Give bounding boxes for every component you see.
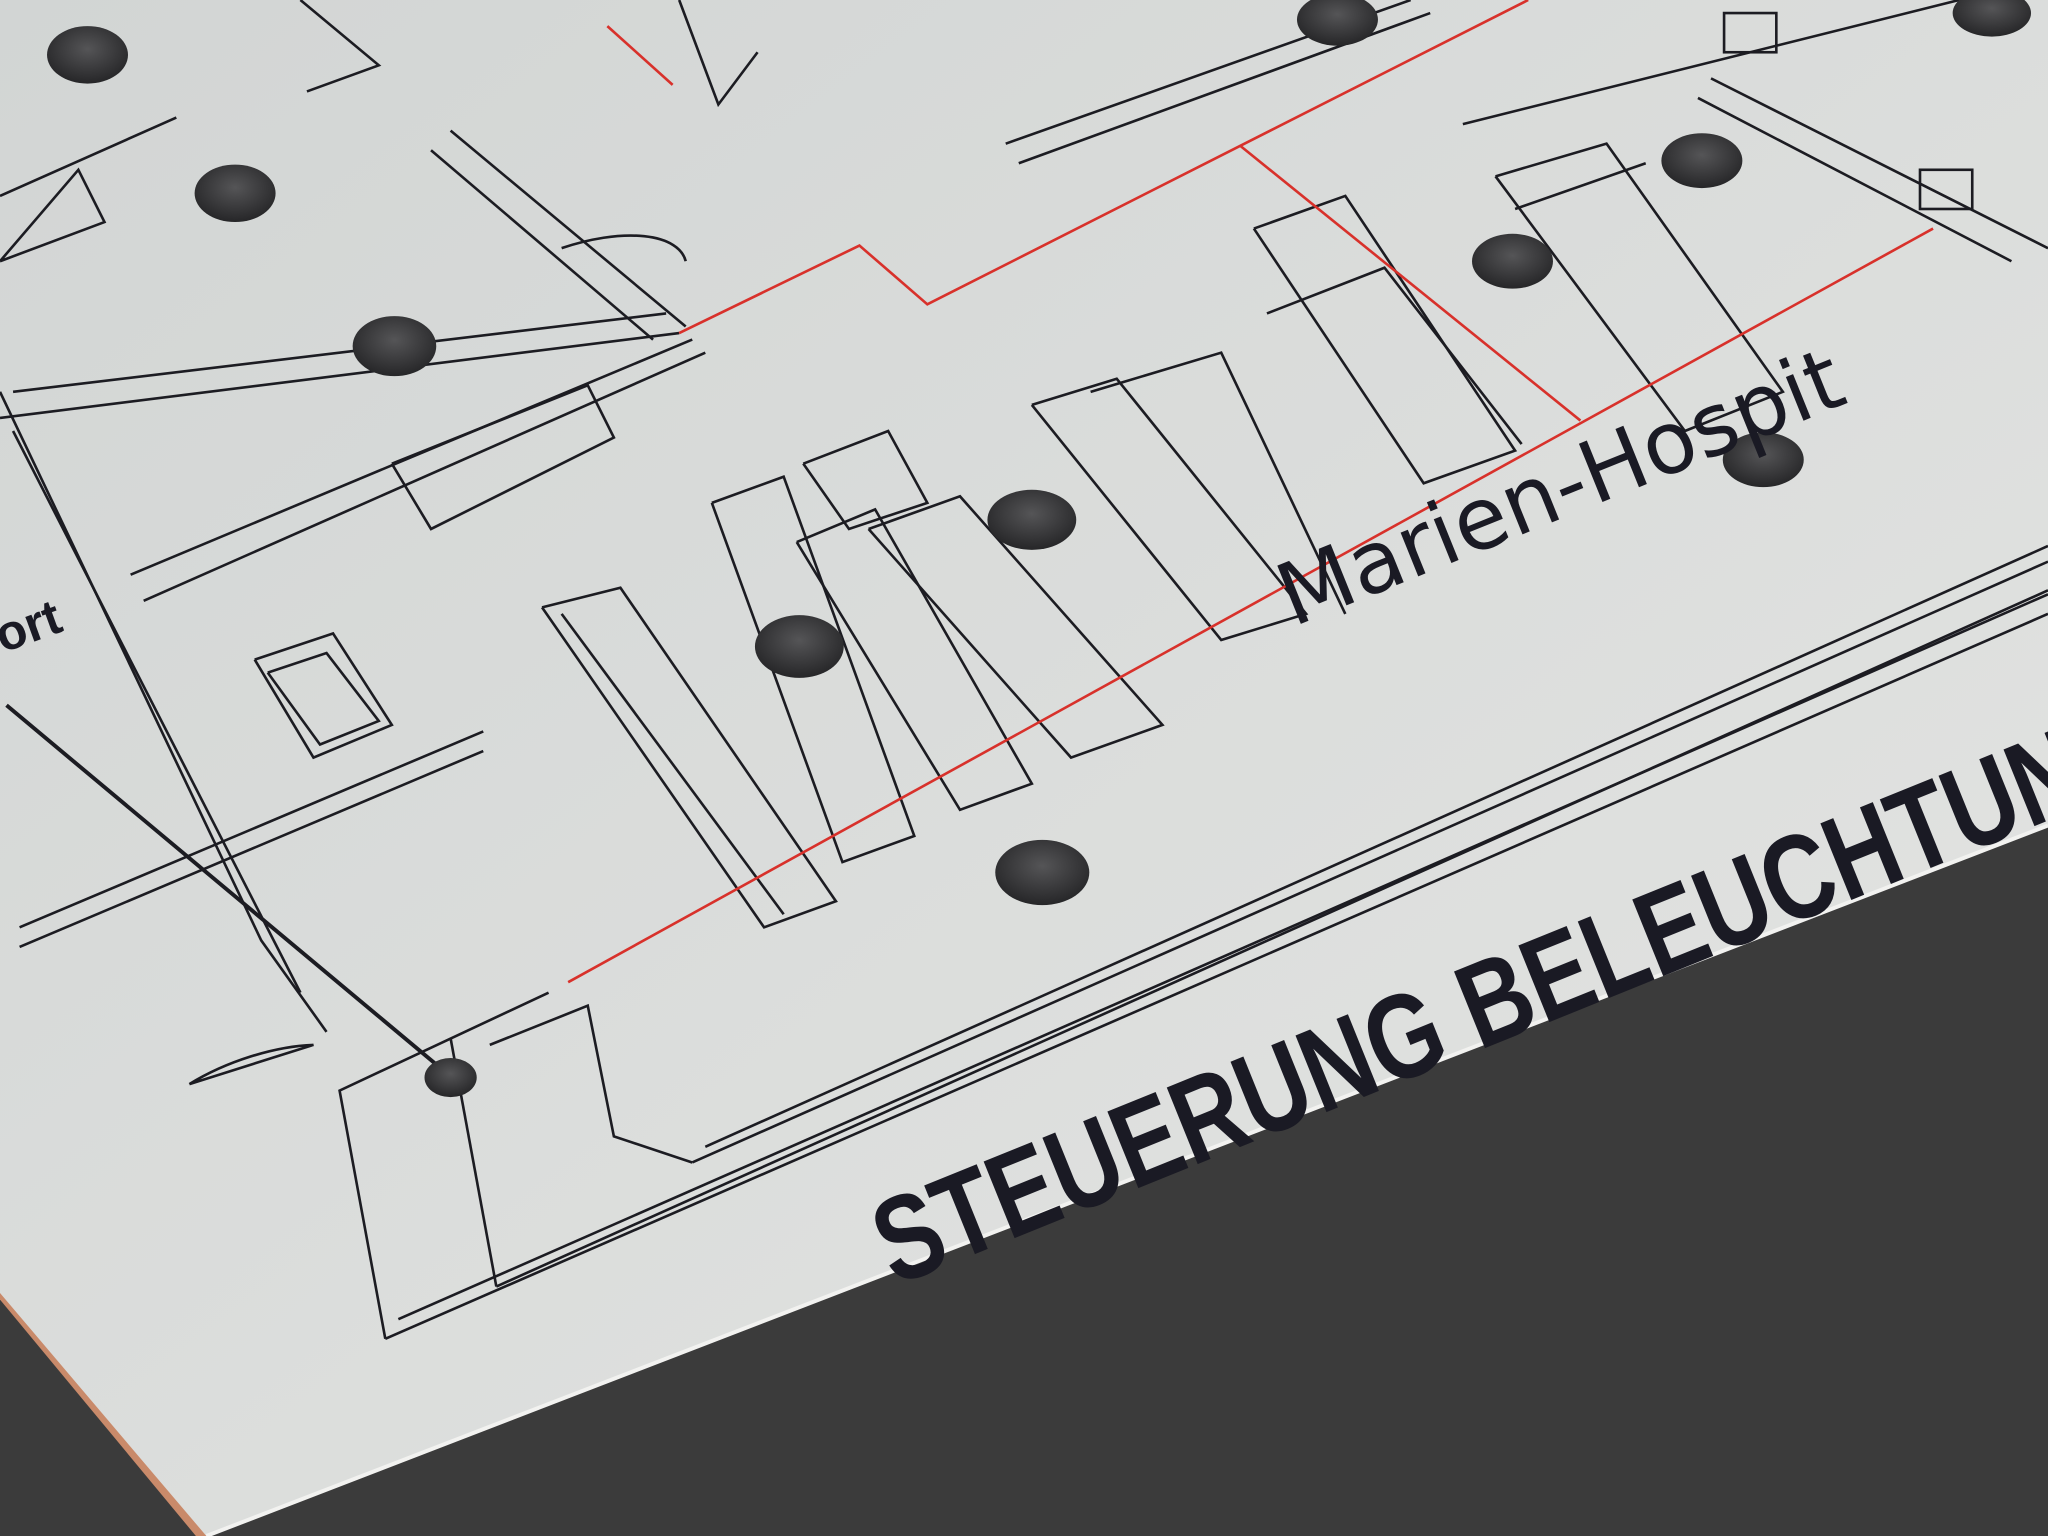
hole	[995, 839, 1090, 906]
pointer-line	[5, 703, 446, 1073]
mounting-holes	[47, 0, 2032, 1098]
hole	[754, 615, 844, 678]
circuit-lines	[567, 0, 1934, 984]
hole	[1661, 133, 1743, 189]
hole	[424, 1057, 477, 1098]
hole	[47, 26, 128, 84]
hole	[1952, 0, 2032, 37]
hole	[987, 489, 1077, 550]
hole	[352, 316, 437, 377]
hole	[194, 164, 276, 223]
hole	[1722, 432, 1804, 488]
floor-plan	[0, 0, 2048, 1340]
outer-wall	[384, 612, 2048, 1340]
hole	[1472, 233, 1553, 289]
hole	[1296, 0, 1378, 46]
plate-front-edge	[205, 823, 2048, 1536]
